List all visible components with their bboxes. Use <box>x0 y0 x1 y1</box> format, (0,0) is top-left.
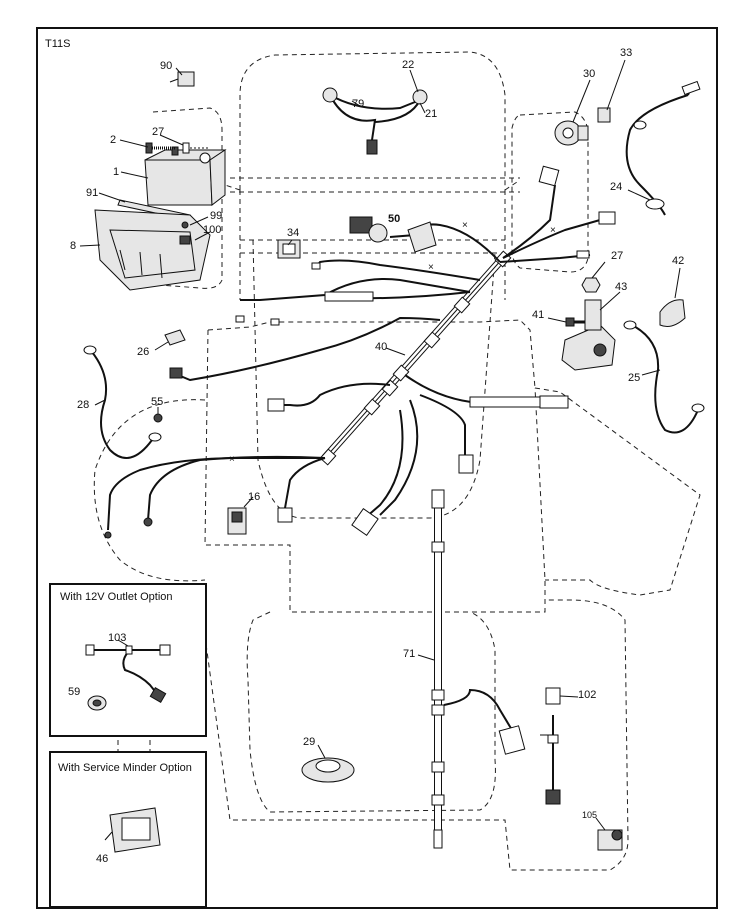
part-24-cable <box>625 80 701 216</box>
callout-91: 91 <box>86 187 98 199</box>
callout-34: 34 <box>287 227 299 239</box>
part-8-battery-tray <box>94 209 211 291</box>
callout-22: 22 <box>402 59 414 71</box>
callout-41: 41 <box>532 309 544 321</box>
part-27-nut-right <box>581 277 601 293</box>
callout-100: 100 <box>203 224 221 236</box>
part-16-relay <box>227 507 247 535</box>
option-box-service-minder: With Service Minder Option 46 <box>49 751 207 908</box>
part-30-ignition-switch <box>554 120 589 146</box>
callout-24: 24 <box>610 181 622 193</box>
svg-text:×: × <box>229 454 235 465</box>
callout-40: 40 <box>375 341 387 353</box>
callout-28: 28 <box>77 399 89 411</box>
callout-79: 79 <box>352 98 364 110</box>
diagram-code: T11S <box>45 38 70 50</box>
part-71-harness <box>431 489 526 849</box>
part-79-headlight-harness <box>322 87 428 155</box>
callout-29: 29 <box>303 736 315 748</box>
callout-26: 26 <box>137 346 149 358</box>
callout-103: 103 <box>108 632 126 644</box>
part-29-horn <box>301 757 355 783</box>
callout-105: 105 <box>582 810 597 820</box>
part-34-switch <box>277 239 301 259</box>
part-25-cable <box>623 320 705 434</box>
callout-25: 25 <box>628 372 640 384</box>
callout-2: 2 <box>110 134 116 146</box>
outlet-option-title: With 12V Outlet Option <box>60 591 173 603</box>
callout-46: 46 <box>96 853 108 865</box>
minder-option-title: With Service Minder Option <box>58 762 192 774</box>
callout-27-solenoid: 27 <box>611 250 623 262</box>
option-box-12v-outlet: With 12V Outlet Option 103 59 <box>49 583 207 737</box>
callout-33: 33 <box>620 47 632 59</box>
callout-55: 55 <box>151 396 163 408</box>
chassis-outlines <box>93 51 701 905</box>
part-102-switch <box>540 687 561 805</box>
part-90-relay <box>169 71 195 87</box>
callout-27-battery: 27 <box>152 126 164 138</box>
part-28-cable <box>83 345 162 459</box>
callout-30: 30 <box>583 68 595 80</box>
part-43-solenoid <box>561 299 616 371</box>
svg-text:×: × <box>462 220 468 231</box>
svg-text:×: × <box>550 225 556 236</box>
callout-71: 71 <box>403 648 415 660</box>
callout-90: 90 <box>160 60 172 72</box>
callout-102: 102 <box>578 689 596 701</box>
part-27-nut <box>182 142 210 154</box>
callout-21: 21 <box>425 108 437 120</box>
callout-8: 8 <box>70 240 76 252</box>
part-105-switch <box>597 829 623 851</box>
callout-labels: 90 2 27 1 91 99 100 8 22 79 21 30 33 24 … <box>70 47 684 820</box>
part-42-boot <box>659 299 686 327</box>
callout-42: 42 <box>672 255 684 267</box>
callout-59: 59 <box>68 686 80 698</box>
main-harness: × × × × <box>104 165 616 539</box>
part-55-screw <box>153 413 163 423</box>
part-1-battery <box>144 146 227 206</box>
part-50-switch <box>349 216 437 253</box>
part-2-bolt <box>145 142 175 154</box>
callout-99: 99 <box>210 210 222 222</box>
svg-text:×: × <box>428 262 434 273</box>
diagram-frame <box>36 27 718 909</box>
callout-16: 16 <box>248 491 260 503</box>
callout-43: 43 <box>615 281 627 293</box>
part-33-bracket <box>597 107 611 123</box>
part-26-terminal <box>164 329 186 346</box>
callout-50: 50 <box>388 213 400 225</box>
leader-lines <box>79 59 681 831</box>
callout-1: 1 <box>113 166 119 178</box>
